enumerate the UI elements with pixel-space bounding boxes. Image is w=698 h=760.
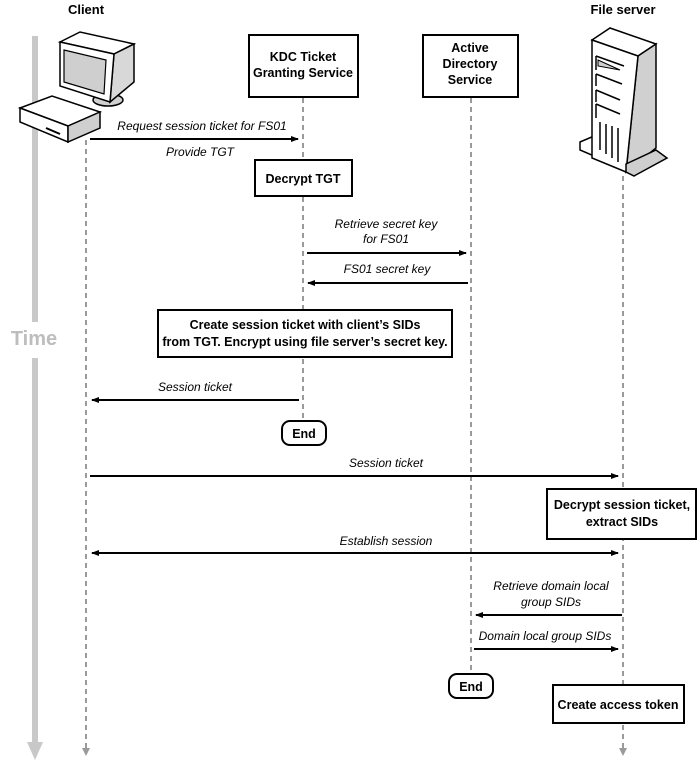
message-label: Establish session — [340, 534, 433, 548]
process-text-line2: extract SIDs — [586, 515, 658, 529]
lifelines — [82, 98, 627, 756]
process-box — [552, 684, 685, 724]
time-axis-bar-bottom — [32, 358, 38, 742]
message-label: Session ticket — [349, 456, 424, 470]
server-tower-icon — [579, 27, 669, 177]
time-axis-bar-top — [32, 36, 38, 322]
actor-ad-label-line3: Service — [448, 73, 493, 87]
time-axis-label: Time — [11, 328, 57, 350]
terminator-box — [281, 420, 327, 446]
actor-ad-label-line2: Directory — [443, 57, 498, 71]
time-axis: Time — [11, 36, 57, 760]
process-decrypt-tgt: Decrypt TGT — [254, 159, 353, 197]
message-label: FS01 secret key — [344, 262, 432, 276]
message-domain-local-group-sids: Domain local group SIDs — [474, 629, 619, 652]
terminator-label: End — [292, 427, 316, 441]
process-text-line1: Create session ticket with client’s SIDs — [190, 318, 421, 332]
process-text-line2: from TGT. Encrypt using file server’s se… — [162, 335, 447, 349]
process-decrypt-session-ticket: Decrypt session ticket, extract SIDs — [546, 488, 697, 540]
terminator-ad-end: End — [448, 673, 494, 699]
actor-client-label: Client — [68, 2, 105, 17]
message-sublabel: Provide TGT — [166, 145, 236, 159]
message-request-session-ticket: Request session ticket for FS01 Provide … — [90, 119, 299, 159]
message-label: Domain local group SIDs — [479, 629, 612, 643]
actor-kdc-label-line1: KDC Ticket — [270, 50, 337, 64]
terminator-label: End — [459, 680, 483, 694]
process-box — [254, 159, 353, 197]
lifeline-fileserver-arrowhead — [619, 748, 627, 756]
message-label-line1: Retrieve secret key — [335, 217, 439, 231]
terminator-box — [448, 673, 494, 699]
process-create-session-ticket: Create session ticket with client’s SIDs… — [157, 309, 453, 358]
process-text: Decrypt TGT — [265, 172, 340, 186]
process-box — [157, 309, 453, 358]
desktop-computer-icon — [17, 31, 137, 144]
time-axis-arrowhead — [27, 742, 43, 760]
actor-ad-label-line1: Active — [451, 41, 489, 55]
message-label-line2: group SIDs — [521, 595, 581, 609]
message-retrieve-secret-key: Retrieve secret key for FS01 — [307, 217, 467, 256]
actor-fileserver: File server — [579, 2, 669, 177]
process-text-line1: Decrypt session ticket, — [554, 498, 690, 512]
lifeline-client-arrowhead — [82, 748, 90, 756]
terminator-kdc-end: End — [281, 420, 327, 446]
process-create-access-token: Create access token — [552, 684, 685, 724]
actor-ad: Active Directory Service — [422, 34, 519, 98]
actor-kdc-box — [248, 34, 359, 98]
message-label-line1: Retrieve domain local — [493, 579, 609, 593]
actor-kdc: KDC Ticket Granting Service — [248, 34, 359, 98]
process-box — [546, 488, 697, 540]
message-label-line2: for FS01 — [363, 232, 409, 246]
message-session-ticket-to-client: Session ticket — [91, 380, 299, 403]
message-label: Session ticket — [158, 380, 233, 394]
actor-ad-box — [422, 34, 519, 98]
process-text: Create access token — [558, 698, 679, 712]
actor-client: Client — [17, 2, 137, 144]
message-fs01-secret-key: FS01 secret key — [307, 262, 468, 286]
actor-kdc-label-line2: Granting Service — [253, 66, 353, 80]
message-establish-session: Establish session — [91, 534, 619, 556]
message-retrieve-domain-local-group-sids: Retrieve domain local group SIDs — [475, 579, 622, 618]
message-session-ticket-to-fileserver: Session ticket — [90, 456, 619, 479]
message-label: Request session ticket for FS01 — [117, 119, 286, 133]
actor-fileserver-label: File server — [590, 2, 655, 17]
